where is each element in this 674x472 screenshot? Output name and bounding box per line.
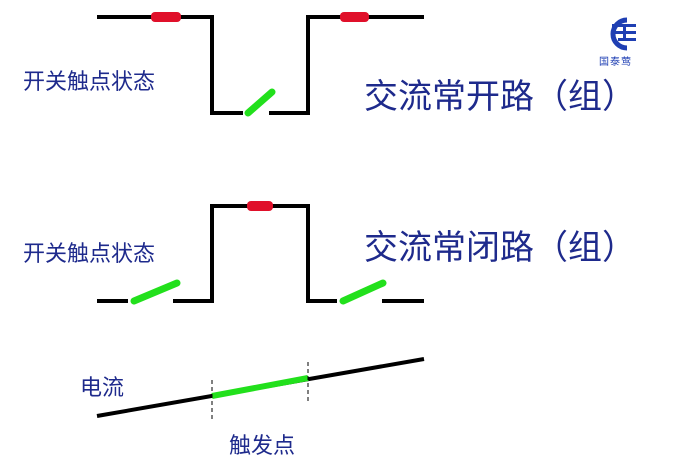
- trigger-segment: [211, 375, 309, 399]
- company-logo-icon: [610, 17, 636, 51]
- logo-text: 国泰莺: [599, 57, 632, 68]
- nc-right-open-switch: [339, 279, 387, 305]
- normally-closed-circuit: [97, 201, 424, 305]
- normally-open-circuit: [97, 12, 424, 117]
- nc-center-wire: [173, 204, 337, 303]
- trigger-point-label: 触发点: [229, 434, 296, 459]
- no-open-switch: [244, 88, 276, 117]
- top-circuit-title: 交流常开路（组）: [364, 77, 636, 117]
- no-left-closed-contact: [151, 12, 181, 22]
- middle-state-label: 开关触点状态: [23, 242, 156, 267]
- top-state-label: 开关触点状态: [23, 70, 156, 95]
- nc-left-open-switch: [130, 279, 181, 305]
- middle-circuit-title: 交流常闭路（组）: [364, 228, 636, 268]
- current-trigger-graph: [96, 357, 425, 422]
- current-label: 电流: [80, 376, 125, 401]
- no-right-closed-contact: [340, 12, 369, 22]
- nc-closed-contact: [247, 201, 273, 211]
